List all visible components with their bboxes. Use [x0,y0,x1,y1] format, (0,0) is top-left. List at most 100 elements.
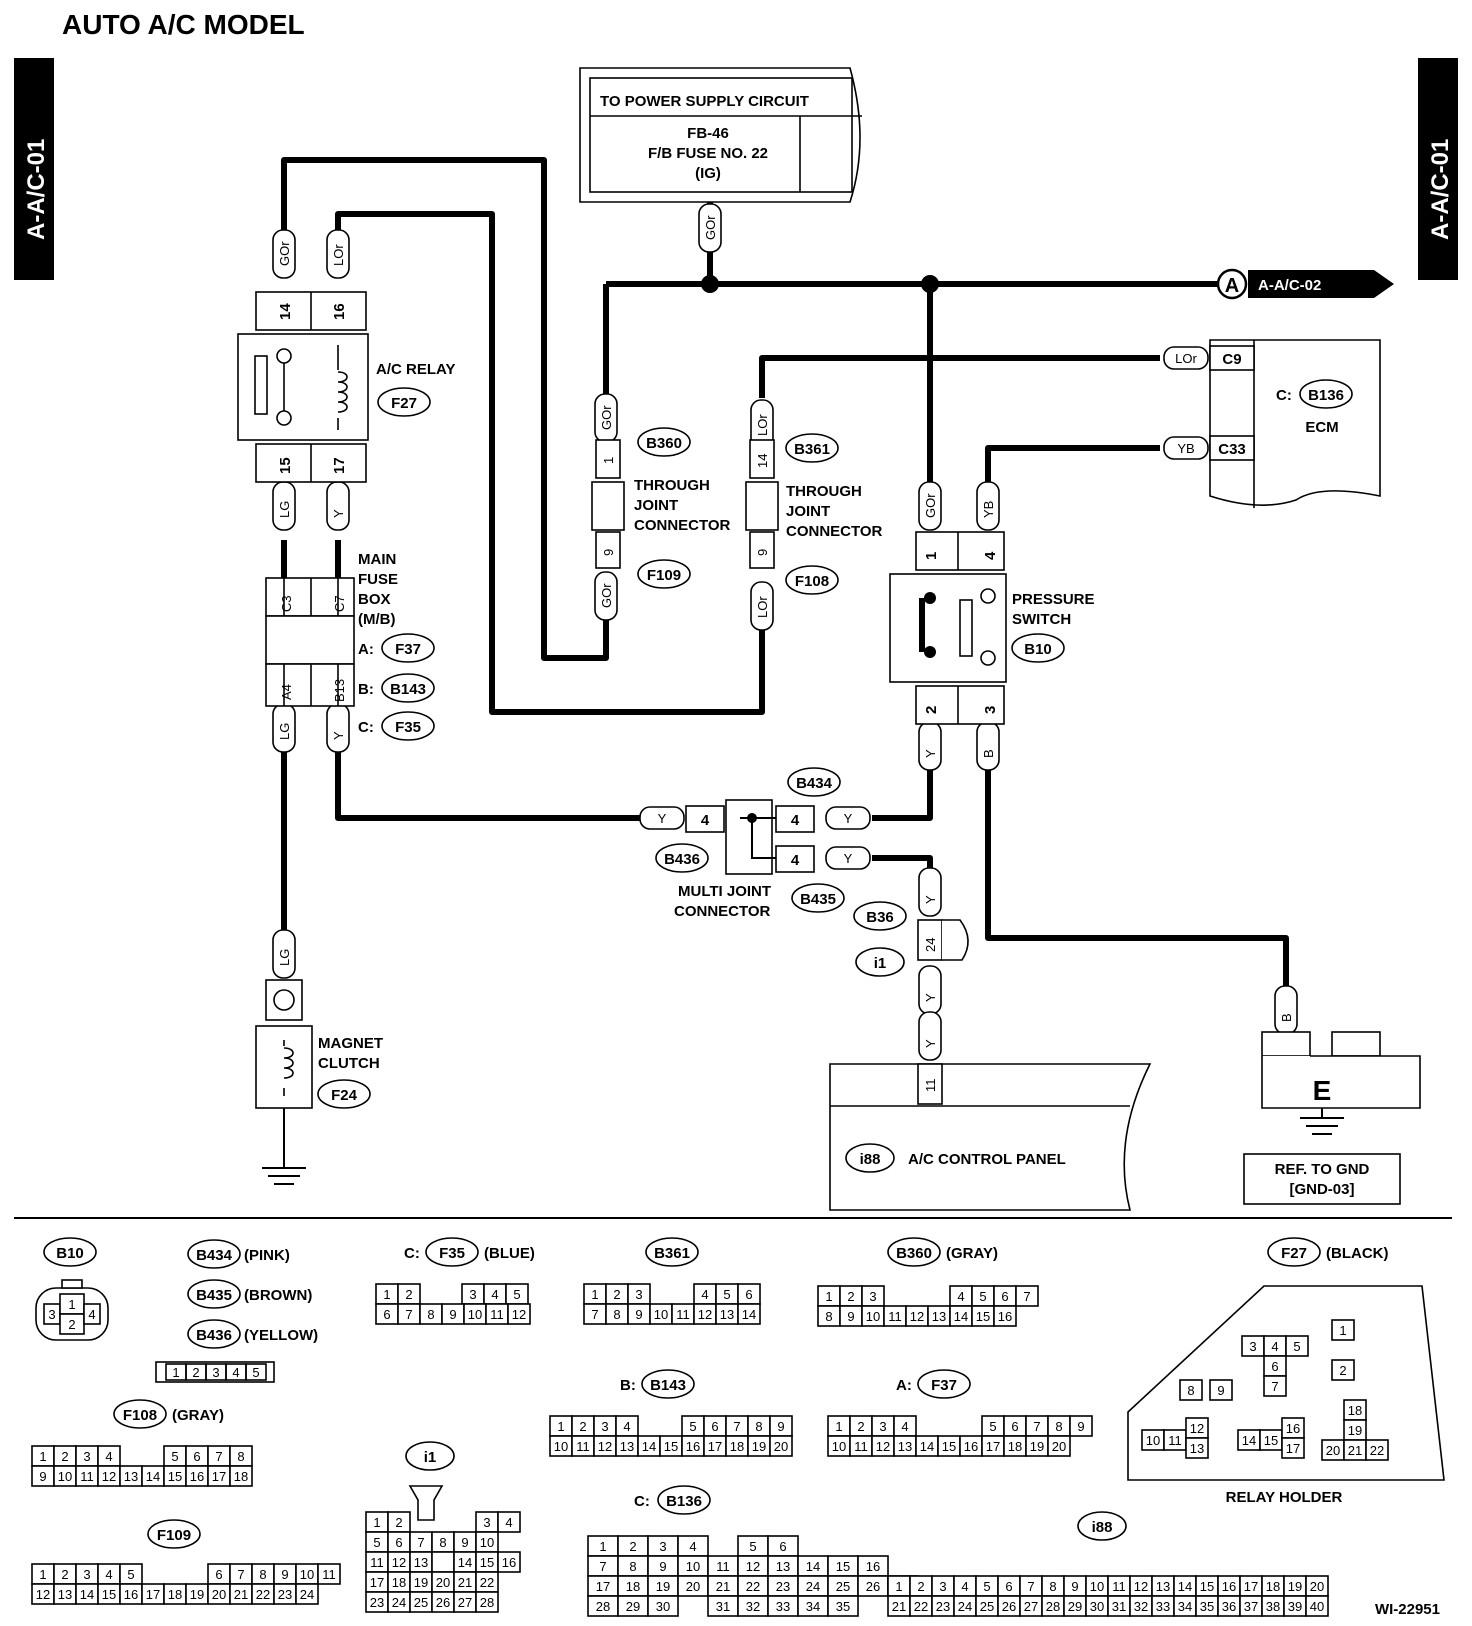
connector-pin: 18 [725,1435,749,1457]
svg-text:23: 23 [936,1599,950,1614]
connector-pin: 25 [975,1595,999,1617]
svg-text:5: 5 [983,1579,990,1594]
connector-pin: 13 [927,1305,951,1327]
svg-text:15: 15 [1264,1433,1278,1448]
svg-text:14: 14 [642,1439,656,1454]
svg-text:GOr: GOr [923,493,938,518]
svg-text:1: 1 [557,1419,564,1434]
svg-text:7: 7 [1023,1289,1030,1304]
svg-text:18: 18 [730,1439,744,1454]
svg-text:LOr: LOr [331,244,346,266]
svg-text:26: 26 [866,1579,880,1594]
connector-pin: 20 [207,1583,231,1605]
svg-text:9: 9 [39,1469,46,1484]
svg-text:F37: F37 [395,641,421,658]
wire-color-tag: Y [326,481,350,531]
page-title: AUTO A/C MODEL [62,9,305,40]
svg-text:6: 6 [1005,1579,1012,1594]
through-joint-connector-2: 14 9 B361 F108 THROUGH JOINT CONNECTOR [745,433,883,595]
connector-pin: 10 [295,1563,319,1585]
svg-text:B: B [981,749,996,758]
svg-text:7: 7 [1271,1379,1278,1394]
svg-text:17: 17 [986,1439,1000,1454]
svg-text:18: 18 [1266,1579,1280,1594]
svg-text:8: 8 [629,1559,636,1574]
svg-text:7: 7 [591,1307,598,1322]
svg-text:13: 13 [776,1559,790,1574]
svg-text:JOINT: JOINT [634,497,678,514]
wire-color-tag: GOr [918,481,942,531]
svg-text:13: 13 [720,1307,734,1322]
svg-text:18: 18 [392,1575,406,1590]
wires [281,157,1289,1168]
svg-text:Y: Y [331,509,346,518]
svg-text:CONNECTOR: CONNECTOR [674,903,771,920]
svg-text:19: 19 [414,1575,428,1590]
wire-color-tag: Y [918,965,942,1015]
connector-pin: 14 [141,1465,165,1487]
svg-text:F108: F108 [795,573,829,590]
svg-text:15: 15 [480,1555,494,1570]
connector-pin: 23 [767,1575,799,1597]
svg-text:A-A/C-01: A-A/C-01 [23,139,50,240]
svg-text:14: 14 [954,1309,968,1324]
connector-pin: 21 [887,1595,911,1617]
connector-pin: 26 [431,1591,455,1613]
connector-pin: 5 [971,1285,995,1307]
svg-text:11: 11 [80,1469,94,1484]
connector-pin: 13 [119,1465,143,1487]
svg-text:1: 1 [383,1287,390,1302]
svg-text:14: 14 [277,303,294,320]
connector-pin: 18 [617,1575,649,1597]
svg-text:4: 4 [105,1449,112,1464]
connector-pin: 11 [485,1303,509,1325]
svg-text:(GRAY): (GRAY) [946,1245,998,1262]
svg-text:Y: Y [331,731,346,740]
svg-text:2: 2 [395,1515,402,1530]
connector-pin: 2 [185,1363,207,1381]
svg-text:11: 11 [576,1439,590,1454]
connector-pin: 4 [949,1285,973,1307]
svg-text:10: 10 [686,1559,700,1574]
svg-text:Y: Y [844,851,853,866]
svg-text:33: 33 [776,1599,790,1614]
junction-dot [701,275,719,293]
svg-text:B143: B143 [390,681,426,698]
svg-text:3: 3 [83,1449,90,1464]
svg-text:4: 4 [505,1515,512,1530]
connector-pin: 4 [497,1511,521,1533]
svg-text:i88: i88 [860,1151,881,1168]
connector-pin: 11 [671,1303,695,1325]
connector-pin: 18 [163,1583,187,1605]
svg-text:6: 6 [1001,1289,1008,1304]
svg-text:19: 19 [190,1587,204,1602]
connector-pin: 19 [1283,1575,1307,1597]
svg-text:4: 4 [982,551,999,560]
connector-pin: 14 [915,1435,939,1457]
svg-text:21: 21 [716,1579,730,1594]
svg-text:14: 14 [742,1307,756,1322]
connector-pin: 22 [909,1595,933,1617]
svg-text:13: 13 [58,1587,72,1602]
svg-text:1: 1 [591,1287,598,1302]
relay-holder-pin: 7 [1263,1375,1287,1397]
svg-text:13: 13 [898,1439,912,1454]
svg-text:9: 9 [777,1419,784,1434]
svg-text:19: 19 [752,1439,766,1454]
svg-text:11: 11 [716,1559,730,1574]
connector-pin: 19 [747,1435,771,1457]
svg-text:15: 15 [664,1439,678,1454]
relay-holder-pin: 10 [1141,1429,1165,1451]
connector-pin: 31 [707,1595,739,1617]
wire-color-tag: B [976,721,1000,771]
connector-pin: 15 [937,1435,961,1457]
connector-pin: 4 [677,1535,709,1557]
svg-text:THROUGH: THROUGH [786,483,862,500]
connector-pin: 8 [1041,1575,1065,1597]
connector-pin [431,1551,455,1573]
svg-text:7: 7 [405,1307,412,1322]
pressure-switch: 1 4 2 3 PRESSURE SWITCH B10 [889,531,1095,725]
svg-text:A-A/C-01: A-A/C-01 [1427,139,1454,240]
svg-text:10: 10 [1090,1579,1104,1594]
